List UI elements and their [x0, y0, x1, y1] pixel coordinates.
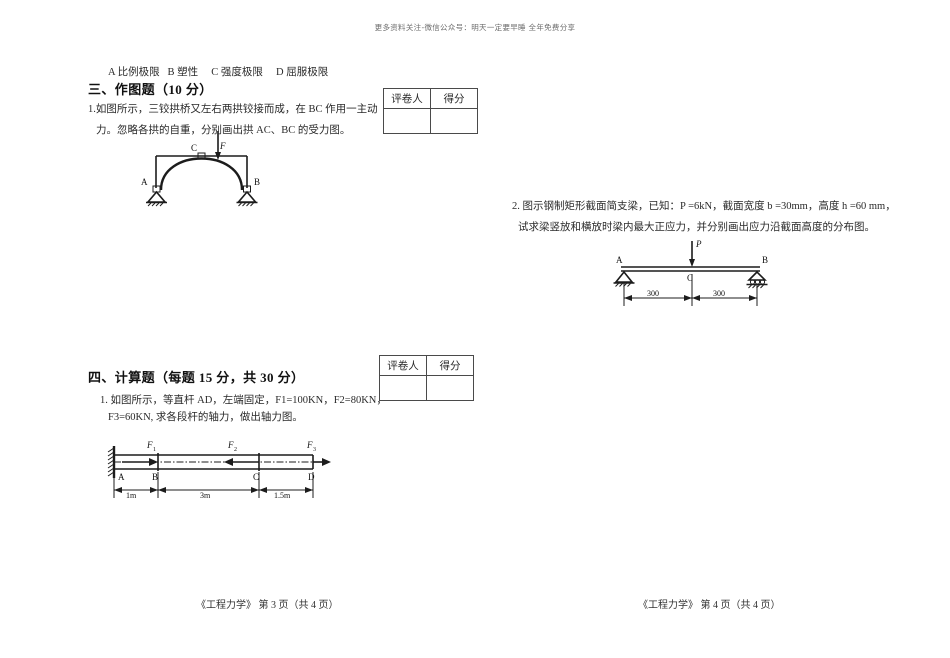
- multiple-choice-options-line: A 比例极限 B 塑性 C 强度极限 D 屈服极限: [108, 67, 329, 78]
- score-value-cell[interactable]: [430, 108, 478, 134]
- section-three-question-1-line-1: 1.如图所示，三铰拱桥又左右两拱铰接而成，在 BC 作用一主动: [88, 104, 378, 115]
- bar-node-a: A: [118, 472, 125, 482]
- grader-value-cell[interactable]: [383, 108, 431, 134]
- arch-label-force-f: F: [219, 141, 226, 151]
- bar-dim-cd: 1.5m: [274, 491, 291, 500]
- arch-label-b: B: [254, 177, 260, 187]
- grader-header-cell: 评卷人: [383, 88, 431, 109]
- beam-label-c: C: [687, 273, 693, 283]
- section-four-heading: 四、计算题（每题 15 分，共 30 分）: [88, 370, 305, 385]
- score-value-cell[interactable]: [426, 375, 474, 401]
- right-page-footer: 《工程力学》 第 4 页（共 4 页）: [638, 600, 781, 611]
- right-page-question-2-line-1: 2. 图示钢制矩形截面简支梁，已知：P =6kN，截面宽度 b =30mm，高度…: [512, 201, 896, 212]
- section-four-question-1-line-1: 1. 如图所示，等直杆 AD，左端固定，F1=100KN，F2=80KN，: [100, 395, 387, 406]
- watermark-header: 更多资料关注-微信公众号：明天一定要早睡 全年免费分享: [374, 23, 576, 32]
- section-three-heading: 三、作图题（10 分）: [88, 82, 213, 97]
- three-hinged-arch-figure: C F A: [130, 131, 290, 220]
- left-page-footer: 《工程力学》 第 3 页（共 4 页）: [196, 600, 339, 611]
- beam-label-a: A: [616, 255, 623, 265]
- grader-header-cell: 评卷人: [379, 355, 427, 376]
- beam-dim-right: 300: [713, 289, 725, 298]
- right-page-question-2-line-2: 试求梁竖放和横放时梁内最大正应力，并分别画出应力沿截面高度的分布图。: [518, 222, 875, 233]
- score-header-cell: 得分: [430, 88, 478, 109]
- bar-dim-ab: 1m: [126, 491, 137, 500]
- grader-value-cell[interactable]: [379, 375, 427, 401]
- bar-node-b: B: [152, 472, 158, 482]
- table-row-values: [379, 375, 474, 401]
- bar-force-2-subscript: 2: [234, 447, 237, 453]
- bar-force-2-label: F: [227, 440, 234, 450]
- arch-label-c: C: [191, 143, 197, 153]
- score-header-cell: 得分: [426, 355, 474, 376]
- grade-table: 评卷人 得分: [379, 355, 474, 401]
- table-row-values: [383, 108, 478, 134]
- beam-dim-left: 300: [647, 289, 659, 298]
- bar-force-1-subscript: 1: [153, 447, 156, 453]
- bar-node-d: D: [308, 472, 315, 482]
- section-three-question-1-line-2: 力。忽略各拱的自重，分别画出拱 AC、BC 的受力图。: [96, 125, 351, 136]
- bar-force-3-label: F: [306, 440, 313, 450]
- table-row-header: 评卷人 得分: [379, 355, 474, 376]
- simply-supported-beam-figure: P A B C: [600, 236, 790, 311]
- section-four-question-1-line-2: F3=60KN, 求各段杆的轴力，做出轴力图。: [108, 412, 303, 423]
- bar-force-1-label: F: [146, 440, 153, 450]
- beam-label-p: P: [695, 239, 702, 249]
- table-row-header: 评卷人 得分: [383, 88, 478, 109]
- arch-label-a: A: [141, 177, 148, 187]
- grade-table: 评卷人 得分: [383, 88, 478, 134]
- beam-label-b: B: [762, 255, 768, 265]
- grade-table-section-four: 评卷人 得分: [379, 355, 474, 401]
- bar-dim-bc: 3m: [200, 491, 211, 500]
- axial-bar-figure: F 1 F 2 F 3 A B C D: [100, 432, 340, 502]
- bar-force-3-subscript: 3: [313, 447, 316, 453]
- grade-table-section-three: 评卷人 得分: [383, 88, 478, 134]
- bar-node-c: C: [253, 472, 259, 482]
